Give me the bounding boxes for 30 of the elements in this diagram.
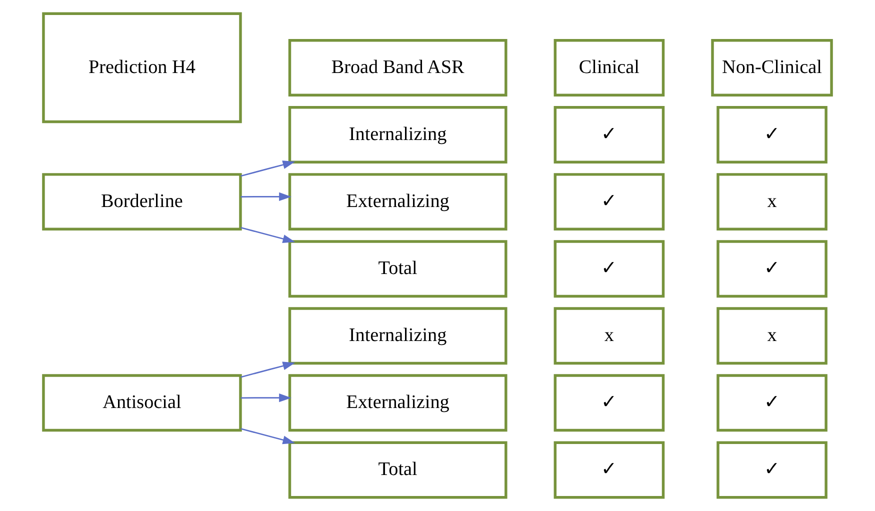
arrow	[240, 192, 292, 201]
node-box: Total	[288, 240, 508, 298]
arrow	[240, 393, 292, 402]
node-box: ✓	[554, 173, 665, 231]
node-box: Prediction H4	[42, 12, 242, 124]
node-box: Broad Band ASR	[288, 39, 508, 96]
node-box: ✓	[716, 240, 828, 298]
arrow	[240, 226, 296, 244]
node-box: ✓	[554, 240, 665, 298]
arrow	[240, 428, 296, 444]
node-box: Antisocial	[42, 374, 242, 432]
node-box: Clinical	[554, 39, 665, 96]
node-box: Externalizing	[288, 173, 508, 231]
node-box: Total	[288, 441, 508, 499]
node-box: x	[716, 173, 828, 231]
node-box: Externalizing	[288, 374, 508, 432]
node-box: Non-Clinical	[711, 39, 833, 96]
node-box: ✓	[554, 441, 665, 499]
node-box: ✓	[554, 106, 665, 164]
node-box: Internalizing	[288, 106, 508, 164]
node-box: Internalizing	[288, 307, 508, 365]
node-box: ✓	[716, 106, 828, 164]
arrow	[240, 160, 296, 177]
node-box: x	[716, 307, 828, 365]
node-box: x	[554, 307, 665, 365]
node-box: ✓	[554, 374, 665, 432]
arrow	[240, 362, 296, 378]
node-box: ✓	[716, 374, 828, 432]
node-box: Borderline	[42, 173, 242, 231]
node-box: ✓	[716, 441, 828, 499]
